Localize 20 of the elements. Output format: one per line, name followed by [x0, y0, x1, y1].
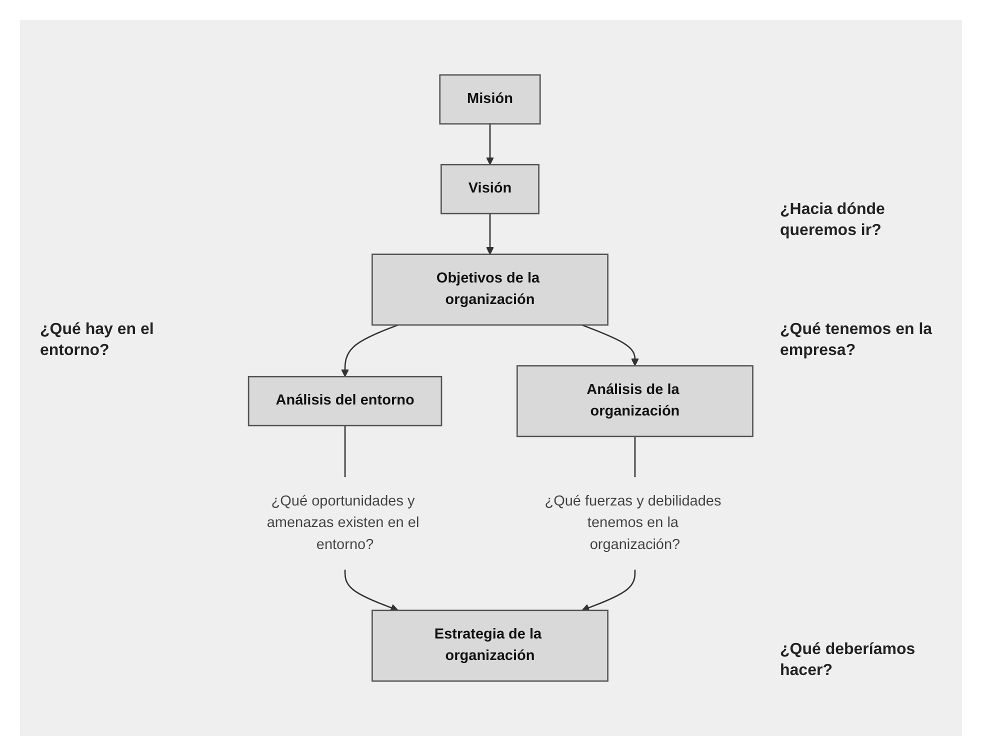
question-note: ¿Hacia dónde queremos ir?: [780, 200, 886, 241]
node-box: Misión: [439, 74, 541, 125]
node-text: ¿Qué fuerzas y debilidades tenemos en la organización?: [544, 494, 722, 552]
connector: [634, 436, 636, 478]
node-box: Análisis del entorno: [248, 376, 442, 426]
node-text: ¿Qué oportunidades y amenazas existen en el entorno?: [266, 494, 420, 552]
connector: [344, 426, 346, 478]
node-box: Objetivos de la organización: [372, 254, 608, 326]
arrow: [344, 570, 398, 612]
node-box: Visión: [440, 164, 540, 214]
arrow: [582, 570, 636, 612]
node-box: Estrategia de la organización: [372, 610, 608, 682]
arrow: [486, 214, 494, 255]
node-box: Análisis de la organización: [516, 365, 754, 438]
question-note: ¿Qué deberíamos hacer?: [780, 640, 916, 681]
arrow: [341, 324, 398, 377]
question-note: ¿Qué hay en el entorno?: [40, 320, 155, 361]
question-note: ¿Qué tenemos en la empresa?: [780, 320, 934, 361]
arrow: [486, 124, 494, 165]
arrow: [582, 324, 639, 366]
